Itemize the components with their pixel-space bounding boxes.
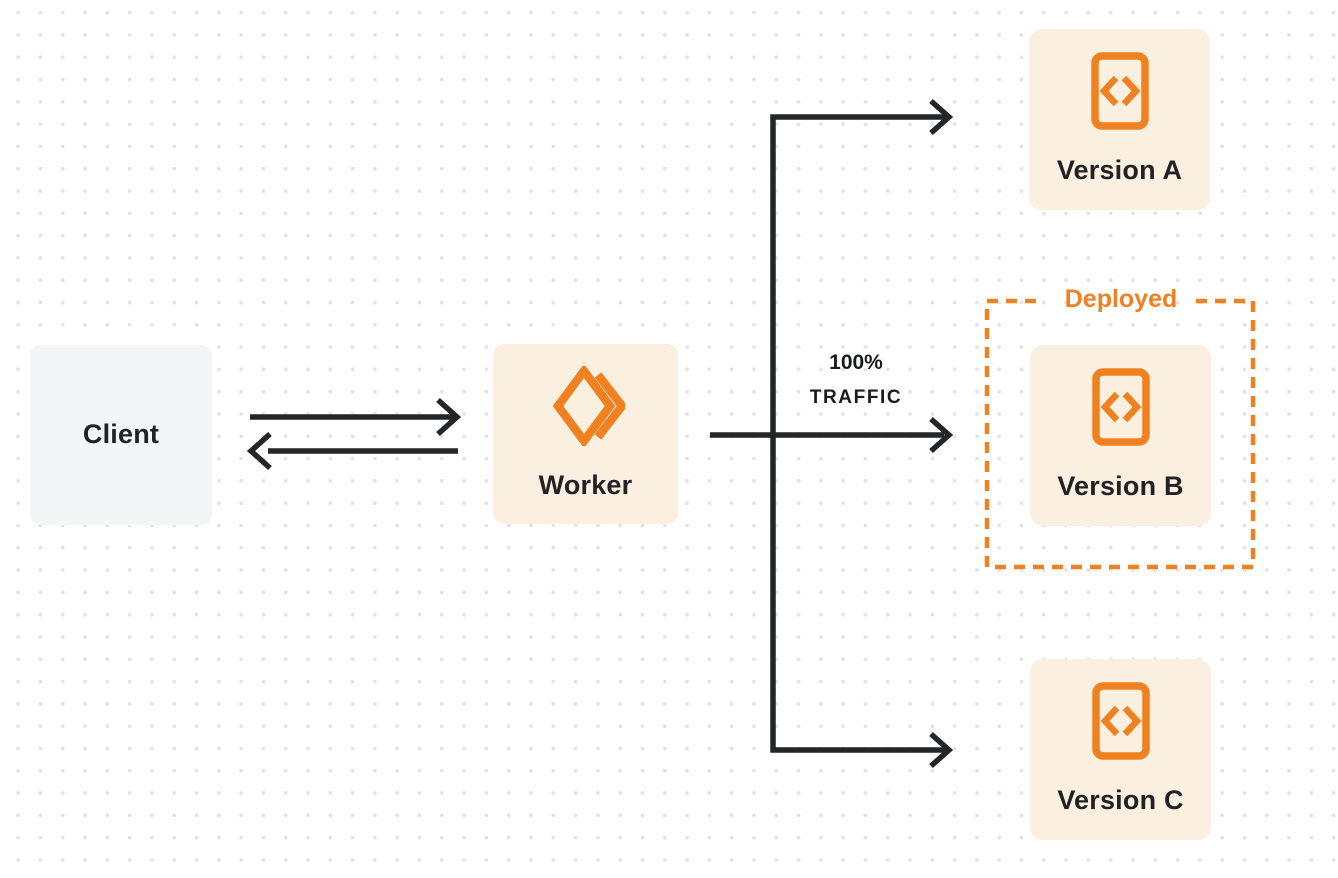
traffic-split-line (770, 114, 946, 753)
version-a-label: Version A (1056, 155, 1183, 186)
worker-to-client-arrowhead-icon (246, 431, 272, 471)
traffic-word: TRAFFIC (809, 387, 903, 408)
version-b-label: Version B (1057, 471, 1184, 502)
version-a-node: Version A (1029, 29, 1210, 210)
version-b-node: Version B (1030, 345, 1211, 526)
version-c-label: Version C (1057, 785, 1184, 816)
version-c-node: Version C (1030, 659, 1211, 840)
client-to-worker-arrowhead-icon (436, 397, 462, 437)
deployed-badge: Deployed (1064, 285, 1178, 313)
worker-label: Worker (538, 470, 633, 501)
worker-node: Worker (493, 344, 678, 524)
branch-c-arrowhead-icon (929, 731, 954, 769)
code-file-icon (1091, 682, 1150, 761)
cloudflare-workers-logo-icon (552, 366, 625, 447)
traffic-percent: 100% (829, 351, 883, 374)
traffic-arrowhead-icon (929, 416, 954, 454)
traffic-label: 100% TRAFFIC (781, 352, 931, 407)
code-file-icon (1090, 52, 1149, 131)
code-file-icon (1091, 368, 1150, 447)
client-node: Client (30, 345, 212, 525)
client-label: Client (82, 419, 160, 450)
branch-a-arrowhead-icon (929, 98, 954, 136)
